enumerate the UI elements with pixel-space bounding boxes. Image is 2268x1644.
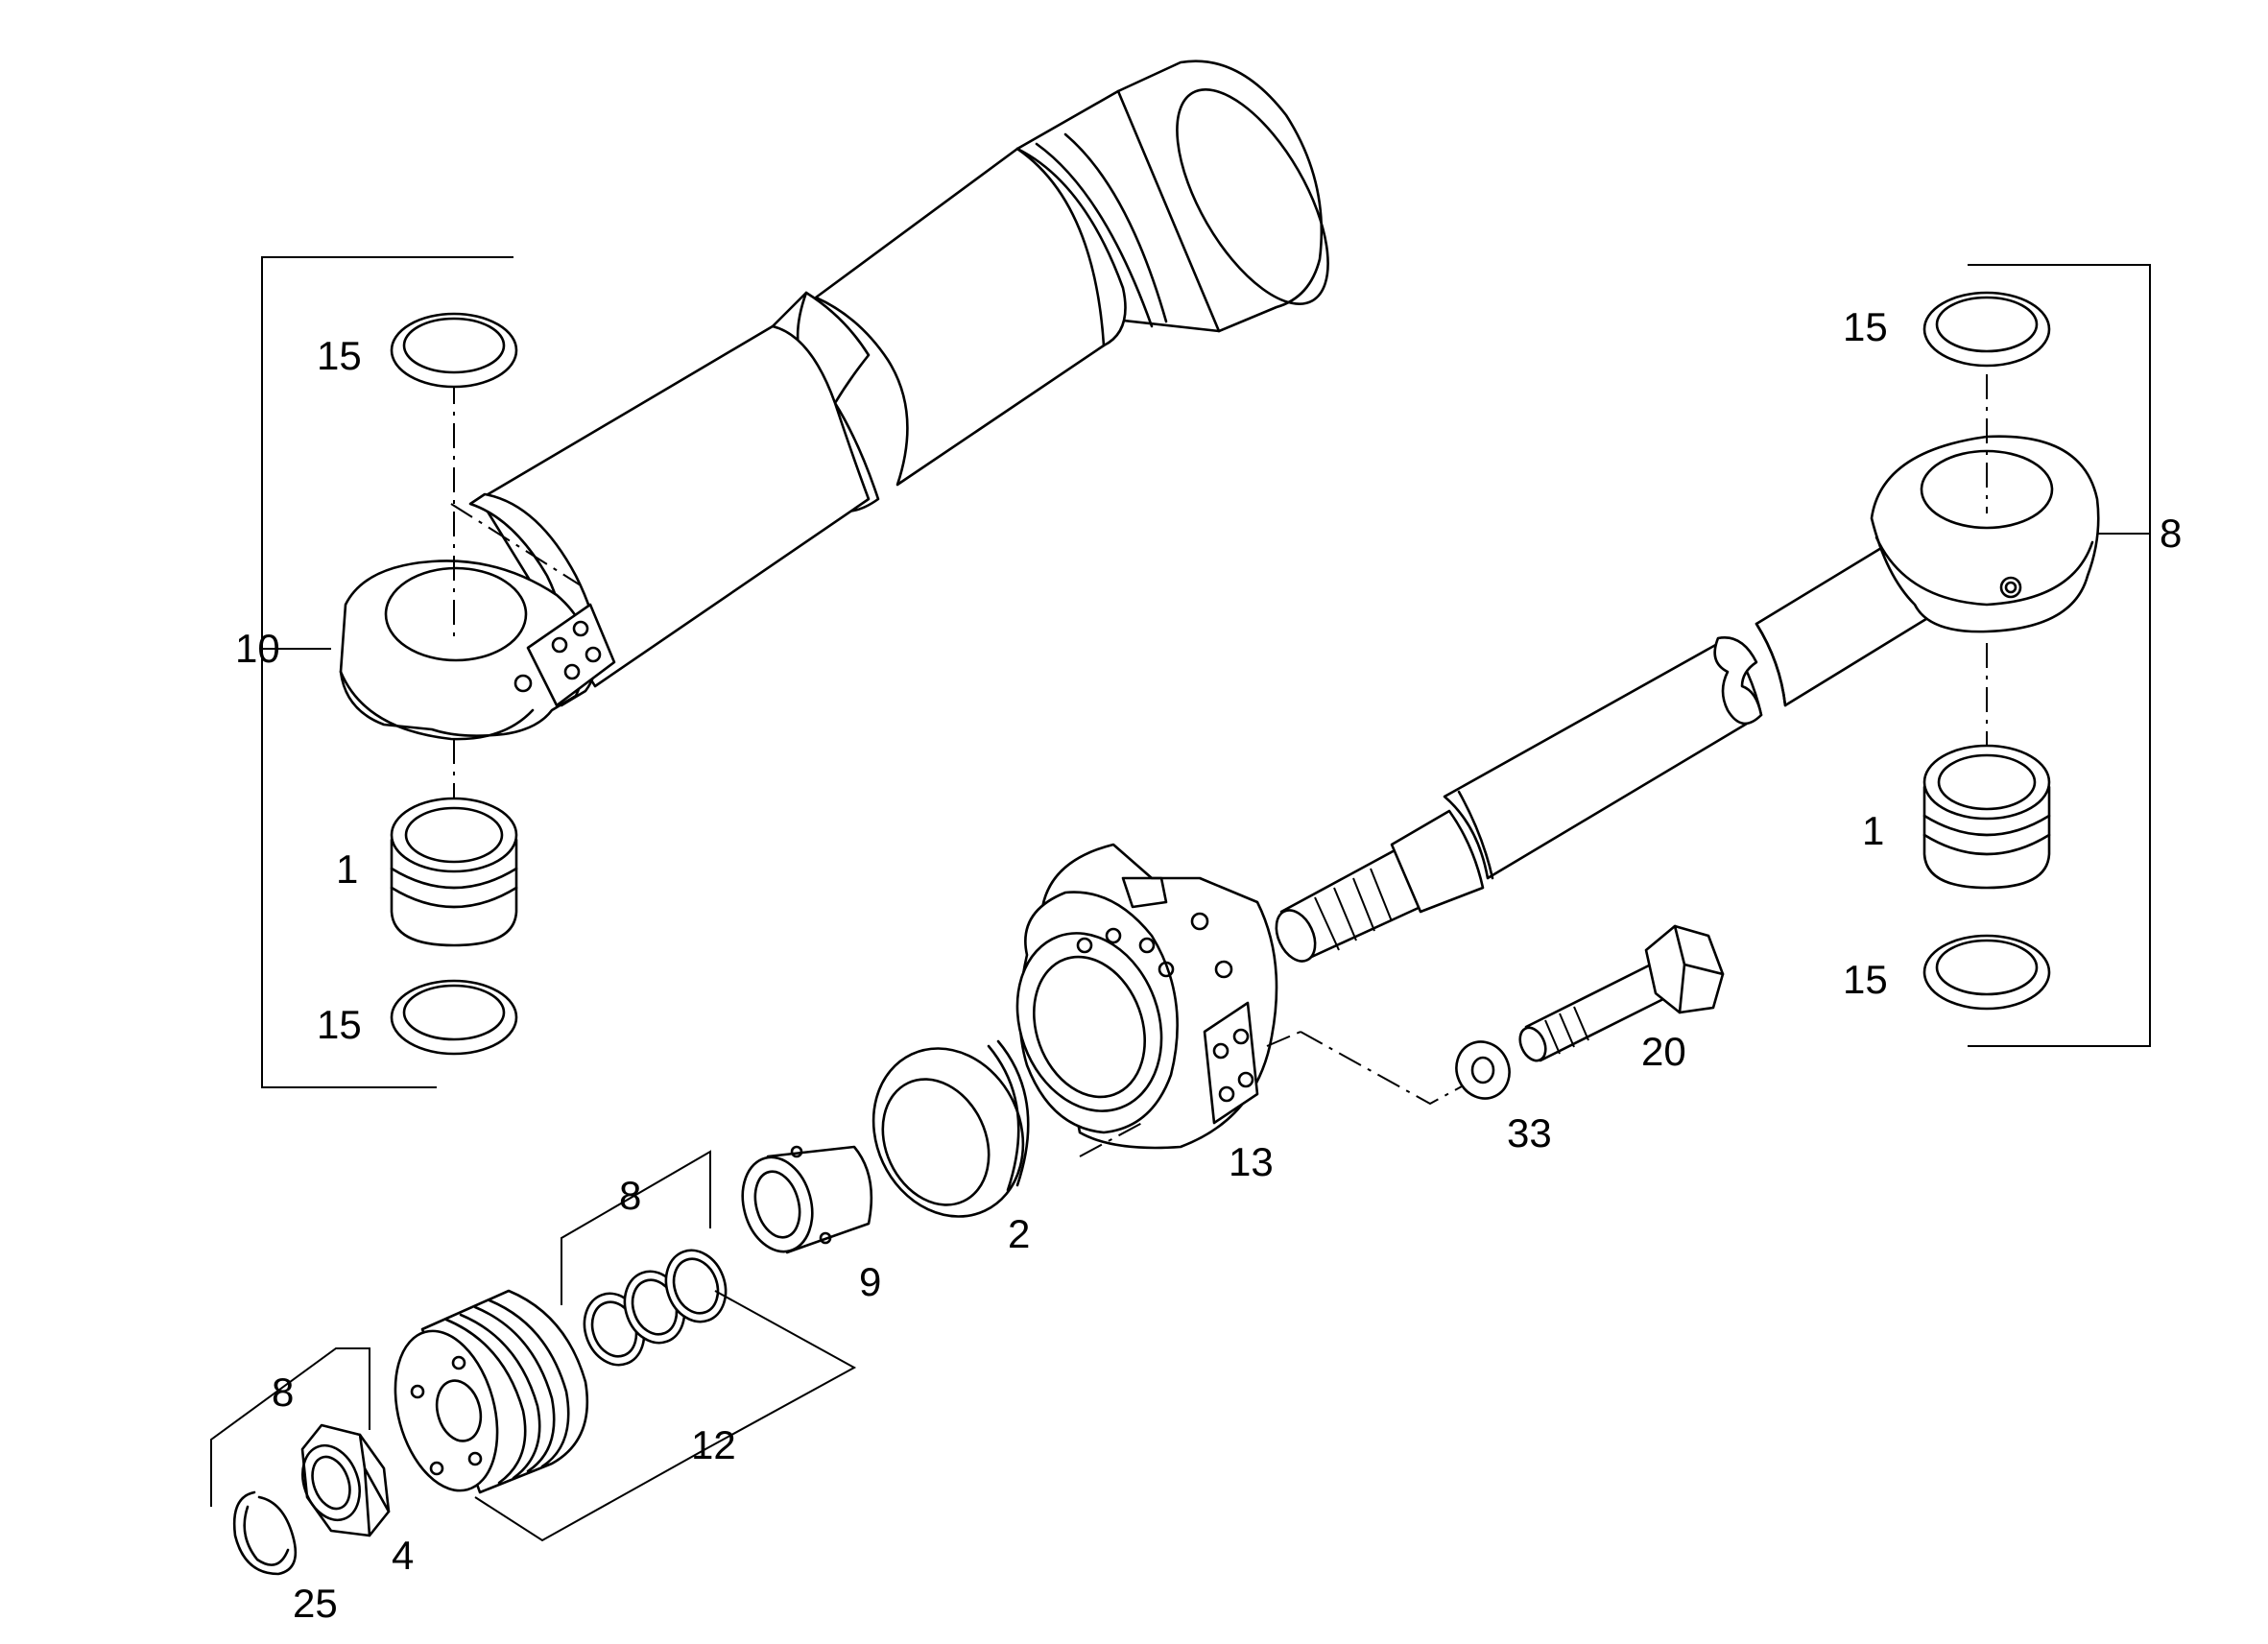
seal-ring-right-bottom [1922,934,2051,1011]
piston-rod [1275,435,2100,963]
label-15-right-top: 15 [1843,304,1888,349]
label-25: 25 [293,1581,338,1626]
wiper-seal [871,1039,1030,1218]
label-13: 13 [1229,1139,1274,1184]
piston-kit-bracket [474,1290,857,1542]
label-8-right: 8 [2160,511,2182,556]
right-assembly-bracket [1968,264,2151,1047]
cylinder-barrel [339,60,1329,741]
nut-group-bracket [210,1347,370,1507]
nut [300,1423,391,1537]
label-12: 12 [691,1422,736,1467]
bushing-left [390,797,518,947]
label-1-right: 1 [1862,808,1884,853]
piston [394,1289,589,1494]
bolt-axis-line [1266,1031,1301,1047]
seal-kit-bracket-top [561,1150,711,1305]
seal-ring-right-top [1922,291,2051,368]
callout-labels: 15 10 1 15 15 8 1 15 20 33 13 2 9 8 12 8… [235,304,2182,1626]
label-4: 4 [392,1533,414,1578]
label-33: 33 [1507,1110,1552,1156]
seal-ring-left-top [390,312,518,389]
seal-rings-kit [583,1249,728,1367]
seal-ring-left-bottom [390,979,518,1056]
label-20: 20 [1641,1029,1686,1074]
washer [1455,1040,1511,1100]
label-15-left-top: 15 [317,333,362,378]
label-2: 2 [1008,1211,1030,1256]
bolt [1518,924,1725,1062]
label-15-left-bottom: 15 [317,1002,362,1047]
bushing-right [1922,744,2051,890]
cylinder-head [1015,843,1278,1150]
label-9: 9 [859,1259,881,1304]
head-axis-line [1079,1122,1143,1157]
left-assembly-bracket [261,256,582,1088]
label-15-right-bottom: 15 [1843,957,1888,1002]
label-8-nut-group: 8 [272,1370,294,1415]
guide-sleeve [741,1145,873,1254]
label-1-left: 1 [336,846,358,892]
circlip [232,1490,298,1576]
label-10-left: 10 [235,626,280,671]
label-8-seal-kit: 8 [619,1173,641,1218]
